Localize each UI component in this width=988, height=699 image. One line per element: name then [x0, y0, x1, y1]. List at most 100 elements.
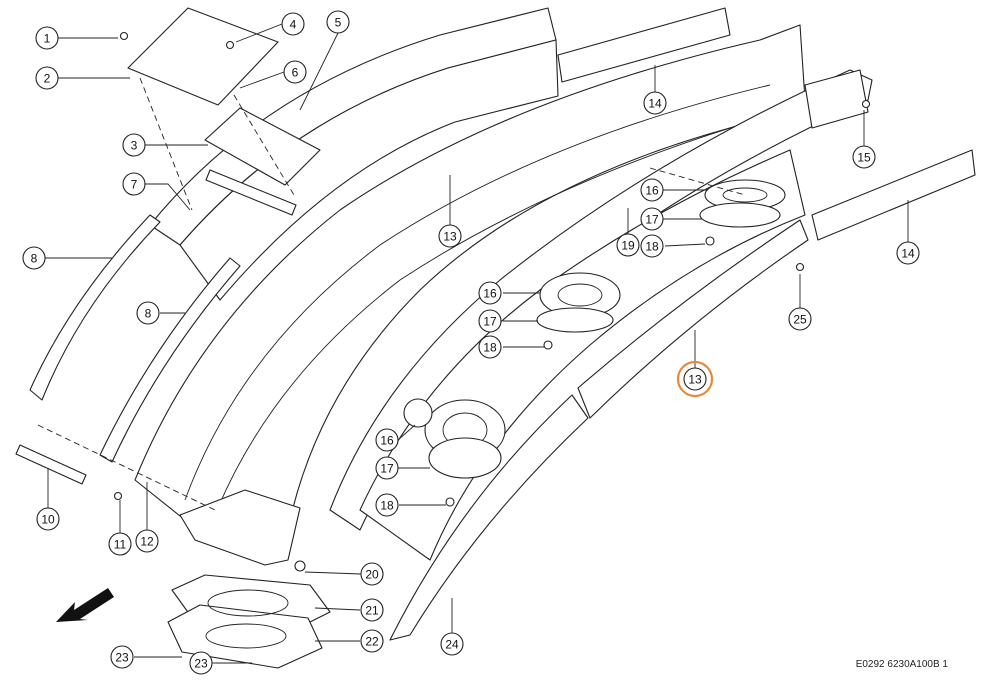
callout-6[interactable]: 6: [283, 60, 307, 84]
top-cover-3: [204, 107, 321, 186]
outlet-chute: [179, 489, 301, 566]
callout-12[interactable]: 12: [135, 529, 159, 553]
callout-4[interactable]: 4: [281, 12, 305, 36]
svg-text:24: 24: [445, 638, 459, 652]
svg-text:19: 19: [621, 239, 635, 253]
direction-arrow-icon: [56, 588, 114, 622]
callout-8-mid[interactable]: 8: [136, 301, 160, 325]
callout-8-left[interactable]: 8: [22, 246, 46, 270]
callout-14-top[interactable]: 14: [643, 91, 667, 115]
flange-16-mid-hole: [557, 283, 603, 307]
svg-text:18: 18: [645, 240, 659, 254]
gasket-17-mid: [536, 307, 614, 333]
cover-panel-24: [389, 394, 589, 641]
wing-nut-18-top: [705, 236, 715, 246]
svg-text:13: 13: [443, 230, 457, 244]
callout-13-highlighted[interactable]: 13: [676, 360, 714, 398]
callout-17-mid[interactable]: 17: [478, 309, 502, 333]
drawing-reference: E0292 6230A100B 1: [856, 659, 949, 670]
svg-text:18: 18: [380, 499, 394, 513]
bolt-20: [294, 560, 306, 572]
svg-text:8: 8: [31, 252, 38, 266]
svg-text:1: 1: [44, 32, 51, 46]
callouts: 1 2 3 4 5 6 7 8 8 10 11 12 13 13 14 14 1…: [22, 10, 920, 675]
assembly-line-right: [649, 167, 746, 196]
gasket-7: [205, 169, 297, 216]
bolt-1: [119, 31, 129, 41]
top-cover-2: [127, 7, 279, 106]
callout-23-left[interactable]: 23: [110, 645, 134, 669]
gasket-21-opening: [207, 589, 289, 617]
parts-drawing: [15, 7, 976, 669]
svg-text:16: 16: [380, 434, 394, 448]
callout-13-top[interactable]: 13: [438, 224, 462, 248]
callout-18-low[interactable]: 18: [375, 493, 399, 517]
svg-text:18: 18: [483, 341, 497, 355]
gasket-22-opening: [205, 623, 287, 649]
callout-16-mid[interactable]: 16: [478, 281, 502, 305]
svg-text:15: 15: [857, 151, 871, 165]
svg-text:10: 10: [41, 513, 55, 527]
callout-24[interactable]: 24: [440, 632, 464, 656]
cover-strip-right: [557, 7, 731, 83]
callout-20[interactable]: 20: [360, 562, 384, 586]
housing-inner-line: [184, 84, 771, 501]
bolt-11: [113, 491, 123, 501]
callout-22[interactable]: 22: [360, 629, 384, 653]
callout-16-top[interactable]: 16: [640, 178, 664, 202]
gasket-22: [167, 604, 323, 669]
callout-17-top[interactable]: 17: [640, 207, 664, 231]
svg-text:3: 3: [131, 139, 138, 153]
side-rail-bracket: [804, 69, 869, 129]
callout-7[interactable]: 7: [122, 172, 146, 196]
wing-nut-18-low: [445, 497, 455, 507]
callout-14-right[interactable]: 14: [896, 241, 920, 265]
svg-text:13: 13: [688, 373, 702, 387]
svg-text:25: 25: [793, 313, 807, 327]
callout-16-low[interactable]: 16: [375, 428, 399, 452]
callout-23-right[interactable]: 23: [189, 651, 213, 675]
callout-18-top[interactable]: 18: [640, 234, 664, 258]
callout-18-mid[interactable]: 18: [478, 335, 502, 359]
cover-panel-13-right: [577, 219, 809, 419]
bolt-15: [861, 99, 871, 109]
strip-10: [15, 444, 87, 485]
callout-19[interactable]: 19: [616, 233, 640, 257]
svg-text:23: 23: [115, 651, 129, 665]
housing-frame: [134, 24, 806, 561]
svg-text:6: 6: [292, 66, 299, 80]
callout-1[interactable]: 1: [35, 26, 59, 50]
gasket-17-low: [428, 437, 502, 479]
svg-text:14: 14: [901, 247, 915, 261]
housing-inner-line-2: [214, 109, 791, 516]
svg-text:12: 12: [140, 535, 154, 549]
svg-text:17: 17: [645, 213, 659, 227]
ring-16-small: [403, 398, 433, 428]
callout-11[interactable]: 11: [108, 532, 132, 556]
svg-text:7: 7: [131, 178, 138, 192]
svg-text:14: 14: [648, 97, 662, 111]
svg-text:17: 17: [380, 462, 394, 476]
cover-strip-14: [811, 149, 976, 241]
svg-text:4: 4: [290, 18, 297, 32]
callout-10[interactable]: 10: [36, 507, 60, 531]
svg-text:16: 16: [645, 184, 659, 198]
flange-16-top-hole: [722, 187, 768, 203]
callout-25[interactable]: 25: [788, 307, 812, 331]
svg-text:11: 11: [114, 538, 127, 552]
callout-5[interactable]: 5: [326, 10, 350, 34]
svg-text:16: 16: [483, 287, 497, 301]
bolt-25: [795, 262, 805, 272]
svg-text:5: 5: [335, 16, 342, 30]
callout-15[interactable]: 15: [852, 145, 876, 169]
assembly-line-left: [37, 424, 216, 511]
svg-text:21: 21: [365, 604, 379, 618]
svg-text:23: 23: [194, 657, 208, 671]
side-plate-8-left: [29, 214, 161, 401]
callout-2[interactable]: 2: [35, 66, 59, 90]
callout-3[interactable]: 3: [122, 133, 146, 157]
callout-17-low[interactable]: 17: [375, 456, 399, 480]
callout-21[interactable]: 21: [360, 598, 384, 622]
svg-text:17: 17: [483, 315, 497, 329]
